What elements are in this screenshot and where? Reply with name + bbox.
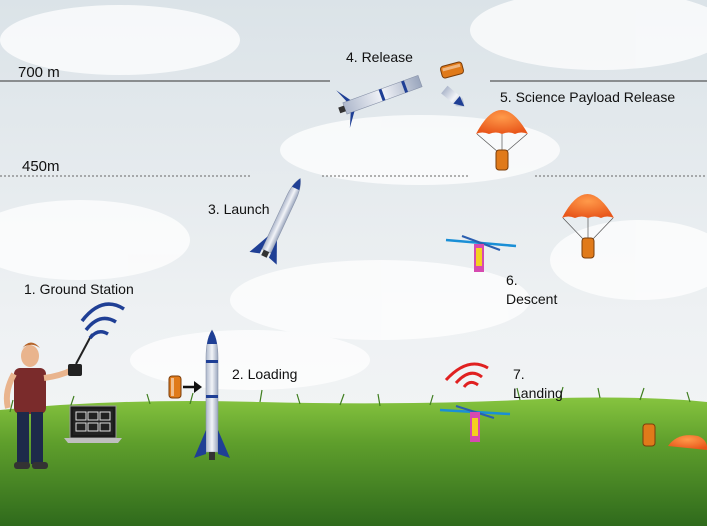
stage-label-descent: Descent	[506, 291, 558, 307]
stage-label-landing-number: 7.	[513, 366, 525, 382]
rocket-icon	[194, 329, 230, 460]
stage-label-ground-station: 1. Ground Station	[24, 281, 134, 297]
stage-label-launch: 3. Launch	[208, 201, 270, 217]
altitude-label-700: 700 m	[18, 64, 60, 81]
grass-field	[0, 397, 707, 526]
stage-label-landing: Landing	[513, 385, 563, 401]
stage-label-descent-number: 6.	[506, 272, 518, 288]
stage-label-payload-release: 5. Science Payload Release	[500, 89, 676, 105]
rocket-icon	[249, 177, 301, 265]
remote-control-icon	[68, 333, 93, 376]
parachute-icon	[668, 435, 707, 450]
drone-icon	[439, 405, 511, 442]
parachute-icon	[562, 194, 614, 259]
person-icon	[3, 342, 74, 469]
altitude-label-450: 450m	[22, 158, 60, 175]
payload-canister-icon	[642, 423, 656, 447]
nose-cone-icon	[441, 85, 465, 107]
drone-icon	[445, 235, 517, 272]
arrow-right-icon	[183, 381, 202, 393]
payload-canister-icon	[168, 375, 182, 399]
stage-label-release: 4. Release	[346, 49, 413, 65]
parachute-icon	[476, 110, 528, 171]
payload-canister-icon	[439, 61, 465, 79]
stage-label-loading: 2. Loading	[232, 366, 298, 382]
signal-wave-icon	[444, 362, 489, 388]
signal-wave-icon	[80, 302, 125, 340]
clouds	[0, 0, 707, 390]
laptop-icon	[64, 405, 122, 443]
